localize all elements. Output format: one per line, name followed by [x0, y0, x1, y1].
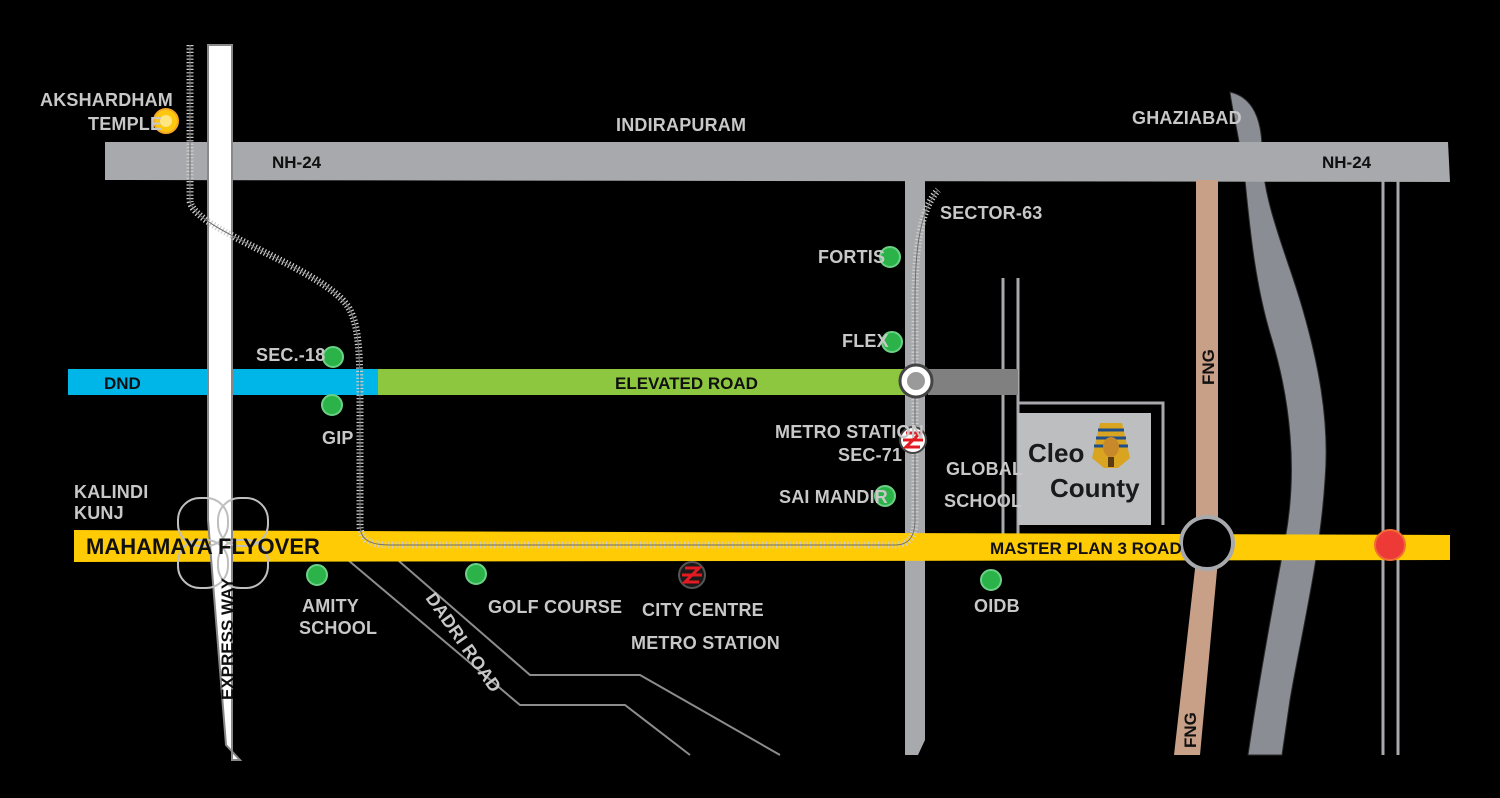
- flex-label: FLEX: [842, 331, 889, 351]
- oidb-label: OIDB: [974, 596, 1020, 616]
- global-school-label-line1: GLOBAL: [946, 459, 1023, 479]
- master-plan-road-label: MASTER PLAN 3 ROAD: [990, 539, 1182, 558]
- cleo-connector-road: [928, 369, 1018, 395]
- dnd-label: DND: [104, 374, 141, 393]
- sai-mandir-green-dot-icon: [874, 485, 896, 507]
- master-plan-road: [74, 530, 1450, 562]
- metro-sec71-icon: [899, 426, 927, 454]
- kalindi-label-line2: KUNJ: [74, 503, 124, 523]
- expressway-label: EXPRESS WAY: [218, 577, 237, 700]
- golf-course-green-dot-icon: [465, 563, 487, 585]
- temple-dot-inner: [160, 115, 172, 127]
- amity-green-dot-icon: [306, 564, 328, 586]
- fng-upper-label: FNG: [1199, 349, 1218, 385]
- flex-green-dot-icon: [881, 331, 903, 353]
- fortis-label: FORTIS: [818, 247, 885, 267]
- elevated-road-label: ELEVATED ROAD: [615, 374, 758, 393]
- cleo-name-line1: Cleo: [1028, 438, 1084, 468]
- cleo-county-block: Cleo County: [1018, 401, 1165, 525]
- elevated-road: [378, 369, 908, 395]
- sec18-label: SEC.-18: [256, 345, 325, 365]
- nh24-right-label: NH-24: [1322, 153, 1372, 172]
- river: [1229, 91, 1327, 756]
- junction-inner-icon: [907, 372, 925, 390]
- metro-sec71-label-line2: SEC-71: [838, 445, 902, 465]
- expressway-road: [207, 44, 243, 761]
- metro-sec71-label-line1: METRO STATION: [775, 422, 924, 442]
- fortis-green-dot-icon: [879, 246, 901, 268]
- oidb-green-dot-icon: [980, 569, 1002, 591]
- nh24-road: [105, 142, 1450, 182]
- pharaoh-mask-icon: [1092, 423, 1130, 468]
- akshardham-label-line2: TEMPLE: [88, 114, 162, 134]
- nh24-left-label: NH-24: [272, 153, 322, 172]
- golf-course-label: GOLF COURSE: [488, 597, 622, 617]
- sai-mandir-label: SAI MANDIR: [779, 487, 888, 507]
- cleo-name-line2: County: [1050, 473, 1140, 503]
- mahamaya-flyover-label: MAHAMAYA FLYOVER: [86, 534, 320, 559]
- gip-label: GIP: [322, 428, 354, 448]
- ghaziabad-label: GHAZIABAD: [1132, 108, 1242, 128]
- fng-lower-label: FNG: [1181, 712, 1200, 748]
- kalindi-flyover-loops: [177, 497, 269, 589]
- fng-junction-roundabout-icon: [1179, 515, 1235, 571]
- gip-green-dot-icon: [321, 394, 343, 416]
- metro-city-centre-icon: [678, 561, 706, 589]
- dadri-road: [347, 554, 781, 756]
- sector63-label: SECTOR-63: [940, 203, 1043, 223]
- city-centre-label-line2: METRO STATION: [631, 633, 780, 653]
- indirapuram-label: INDIRAPURAM: [616, 115, 746, 135]
- global-school-label-line2: SCHOOL: [944, 491, 1022, 511]
- metro-track: [186, 45, 941, 549]
- sec18-green-dot-icon: [322, 346, 344, 368]
- kalindi-label-line1: KALINDI: [74, 482, 148, 502]
- red-junction-icon: [1374, 529, 1406, 561]
- amity-label-line1: AMITY: [302, 596, 359, 616]
- fng-road: [1174, 180, 1218, 755]
- akshardham-label-line1: AKSHARDHAM: [40, 90, 173, 110]
- city-centre-label-line1: CITY CENTRE: [642, 600, 764, 620]
- amity-label-line2: SCHOOL: [299, 618, 377, 638]
